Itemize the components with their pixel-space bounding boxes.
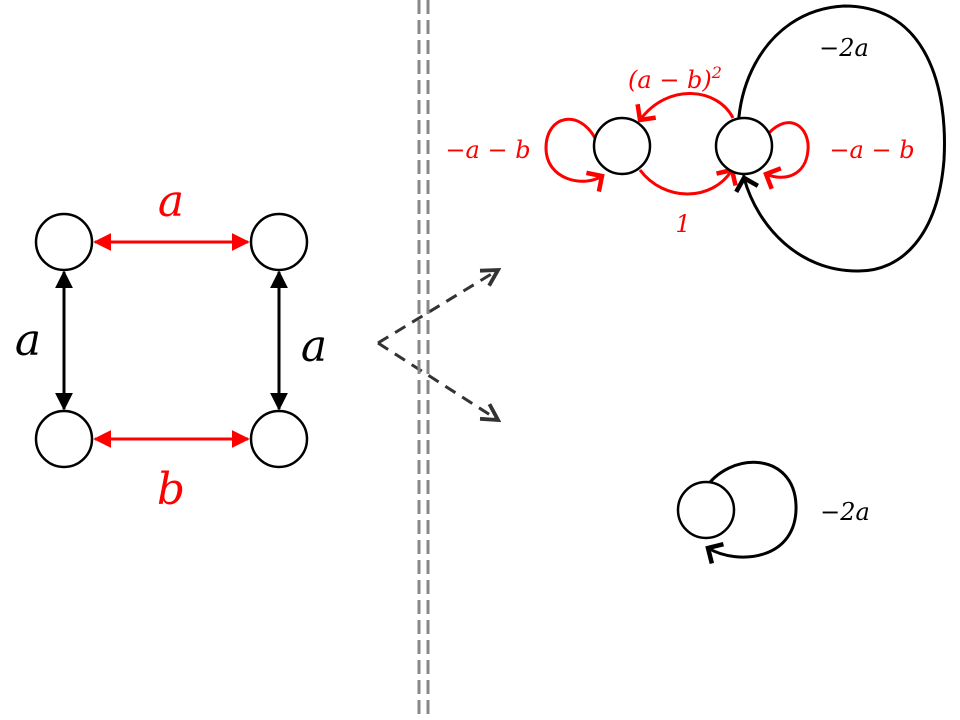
self-loop-minus-2a bbox=[702, 460, 798, 564]
label-edge-left: a bbox=[15, 315, 41, 366]
node-bottom-right bbox=[249, 409, 309, 469]
arc-upper-a-minus-b-squared bbox=[635, 92, 735, 123]
label-upper-arc-base: (a − b) bbox=[628, 66, 712, 94]
node-top-right bbox=[249, 212, 309, 272]
node-top-left-group bbox=[592, 116, 652, 176]
dashed-arrow-down bbox=[377, 341, 498, 420]
label-self-loop-bottom: −2a bbox=[820, 498, 870, 526]
node-bottom-group bbox=[676, 480, 736, 540]
label-edge-bottom: b bbox=[157, 464, 185, 515]
label-large-loop: −2a bbox=[819, 34, 869, 62]
left-graph: a b a a bbox=[15, 176, 327, 515]
arc-lower-one bbox=[638, 167, 738, 196]
large-loop-minus-2a bbox=[734, 4, 946, 273]
right-graph-bottom: −2a bbox=[676, 460, 870, 564]
label-upper-arc: (a − b)2 bbox=[628, 63, 722, 94]
label-edge-right: a bbox=[301, 321, 327, 372]
right-graph-top: −a − b −a − b (a − b)2 1 −2a bbox=[445, 4, 946, 273]
label-self-loop-right: −a − b bbox=[829, 136, 914, 164]
label-edge-top: a bbox=[158, 176, 184, 227]
node-bottom-left bbox=[34, 409, 94, 469]
node-top-right-group bbox=[714, 116, 774, 176]
self-loop-right bbox=[763, 121, 810, 190]
separator bbox=[417, 0, 430, 720]
label-self-loop-left: −a − b bbox=[445, 136, 530, 164]
label-lower-arc: 1 bbox=[675, 210, 690, 238]
dashed-arrow-up bbox=[377, 270, 498, 345]
self-loop-left bbox=[544, 117, 605, 193]
split-arrows bbox=[377, 270, 498, 420]
label-upper-arc-exponent: 2 bbox=[711, 63, 722, 82]
node-top-left bbox=[34, 212, 94, 272]
